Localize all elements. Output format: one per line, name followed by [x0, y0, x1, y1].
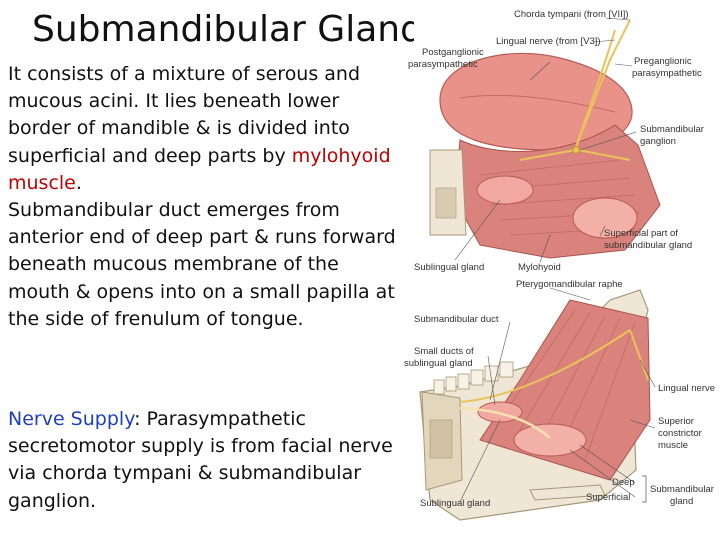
label-superior-constrictor: Superior: [658, 416, 694, 427]
bottom-diagram: Pterygomandibular raphe Submandibular du…: [404, 279, 715, 521]
label-preganglionic-2: parasympathetic: [632, 68, 702, 79]
label-submandibular-gland-bottom: Submandibular: [650, 484, 714, 495]
teeth-illustration: [433, 361, 514, 395]
nerve-lines-bottom: [459, 329, 649, 403]
label-superficial-part-2: submandibular gland: [604, 240, 692, 251]
sublingual-gland-illustration: [476, 175, 534, 205]
label-sublingual-gland-top: Sublingual gland: [414, 262, 484, 273]
label-superficial-part: Superficial part of: [604, 228, 678, 239]
description-intro: It consists of a mixture of serous and m…: [8, 63, 361, 167]
label-preganglionic: Preganglionic: [634, 56, 692, 67]
nerve-lines-top: [519, 19, 631, 161]
label-superficial: Superficial: [586, 492, 630, 503]
label-submandibular-ganglion: Submandibular: [640, 124, 704, 135]
label-sublingual-gland-bottom: Sublingual gland: [420, 498, 490, 509]
mylohyoid-term: mylohyoid muscle: [8, 144, 391, 194]
description-paragraph: It consists of a mixture of serous and m…: [8, 61, 400, 333]
top-diagram: Chorda tympani (from [VII]) Lingual nerv…: [408, 6, 720, 273]
label-deep: Deep: [612, 477, 635, 488]
label-mylohyoid: Mylohyoid: [518, 262, 561, 273]
label-postganglionic: Postganglionic: [422, 47, 484, 58]
nerve-supply-text: Parasympathetic secretomotor supply is f…: [8, 408, 393, 512]
duct-term: Submandibular duct: [8, 199, 201, 222]
submandibular-gland-illustration: [572, 197, 638, 239]
anatomy-figure: Chorda tympani (from [VII]) Lingual nerv…: [404, 6, 720, 521]
label-superior-constrictor-3: muscle: [658, 440, 688, 451]
description-period: .: [75, 171, 82, 194]
label-lingual-nerve-top: Lingual nerve (from [V3]): [496, 36, 601, 47]
label-submandibular-ganglion-2: ganglion: [640, 136, 676, 147]
label-chorda-tympani: Chorda tympani (from [VII]): [514, 9, 629, 20]
label-submandibular-duct: Submandibular duct: [414, 314, 499, 325]
nerve-supply-label: Nerve Supply: [8, 408, 135, 430]
label-small-ducts-2: sublingual gland: [404, 358, 473, 369]
nerve-supply-colon: :: [134, 408, 141, 430]
slide-title: Submandibular Gland: [32, 9, 423, 50]
label-small-ducts: Small ducts of: [414, 346, 474, 357]
nerve-supply-paragraph: Nerve Supply: Parasympathetic secretomot…: [8, 406, 400, 515]
label-raphe: Pterygomandibular raphe: [516, 279, 623, 290]
label-submandibular-gland-bottom-2: gland: [670, 496, 693, 507]
label-lingual-nerve-bottom: Lingual nerve: [658, 383, 715, 394]
label-postganglionic-2: parasympathetic: [408, 59, 478, 70]
label-superior-constrictor-2: constrictor: [658, 428, 702, 439]
submandibular-gland-bottom: [513, 423, 587, 457]
duct-description: emerges from anterior end of deep part &…: [8, 199, 396, 330]
